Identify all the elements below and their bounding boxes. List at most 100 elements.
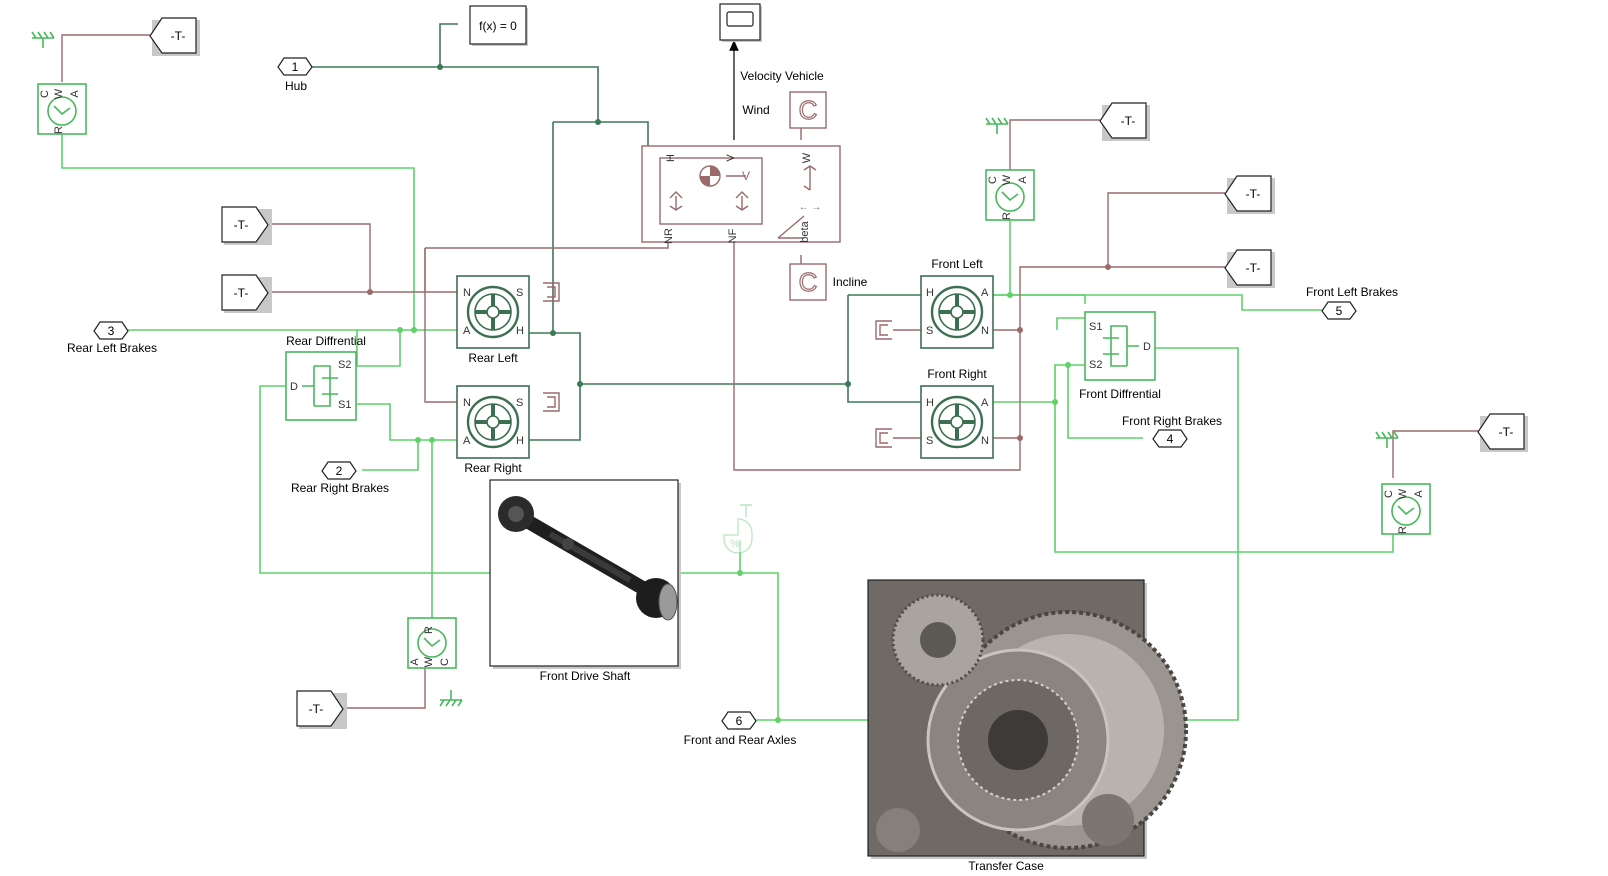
motion-sensor-block-rear[interactable]: C W A R [38,84,86,134]
mechanical-reference-icon [1376,432,1398,448]
svg-text:R: R [423,626,435,634]
svg-text:V: V [742,169,750,183]
svg-text:A: A [463,325,471,337]
goto-tag[interactable]: -T- [1225,250,1275,288]
svg-text:A: A [1413,490,1425,498]
svg-text:NR: NR [663,228,675,244]
svg-text:N: N [981,325,989,337]
rear-right-wheel-block[interactable]: N A S H [457,386,529,458]
svg-text:-T-: -T- [1121,114,1136,128]
svg-text:6: 6 [736,714,743,728]
wind-constant-block[interactable]: C [790,92,826,128]
front-left-wheel-block[interactable]: H S A N [921,276,993,348]
vehicle-body-block[interactable]: V ← → H V W NR NF beta [642,146,840,244]
svg-text:S: S [516,397,523,409]
port-front-and-rear-axles[interactable]: 6 [722,712,756,729]
svg-text:N: N [981,435,989,447]
svg-text:C: C [1383,490,1395,498]
port-rear-right-brakes[interactable]: 2 [322,462,356,479]
svg-text:-T-: -T- [1246,261,1261,275]
svg-text:N: N [463,287,471,299]
rotational-motion-sensor-icon [1392,497,1420,525]
svg-text:-T-: -T- [309,702,324,716]
svg-text:-T-: -T- [1499,425,1514,439]
svg-text:S: S [926,325,933,337]
brake-connector-icon [543,393,559,411]
svg-text:A: A [981,287,989,299]
svg-text:S2: S2 [338,359,351,371]
svg-text:R: R [53,126,65,134]
svg-text:N: N [463,397,471,409]
rotational-motion-sensor-icon [996,183,1024,211]
svg-text:%: % [730,538,740,550]
front-drive-shaft-block[interactable] [490,480,681,669]
svg-text:R: R [1397,526,1409,534]
wheel-icon [932,287,982,337]
rear-differential-block[interactable]: D S2 S1 [286,352,356,420]
incline-constant-block[interactable]: C [790,264,826,300]
goto-tag[interactable]: -T- [1100,103,1150,141]
svg-text:S2: S2 [1089,359,1102,371]
svg-text:A: A [69,90,81,98]
port-hub-label: Hub [285,79,307,93]
rotational-motion-sensor-icon [48,97,76,125]
motion-sensor-block-front-left[interactable]: C W A R [986,170,1034,220]
scope-block[interactable] [720,4,762,42]
port-front-left-brakes[interactable]: 5 [1322,302,1356,319]
svg-text:A: A [409,658,421,666]
port-front-and-rear-axles-label: Front and Rear Axles [684,733,797,747]
front-drive-shaft-label: Front Drive Shaft [540,669,631,683]
svg-text:-T-: -T- [171,29,186,43]
front-differential-label: Front Diffrential [1079,387,1161,401]
port-rear-left-brakes[interactable]: 3 [94,322,128,339]
mechanical-reference-icon [32,32,54,48]
constant-c-icon: C [799,267,818,297]
svg-text:H: H [926,287,934,299]
front-differential-block[interactable]: S1 S2 D [1085,312,1155,380]
port-rear-right-brakes-label: Rear Right Brakes [291,481,389,495]
svg-text:S1: S1 [338,399,351,411]
svg-text:← →: ← → [799,202,822,213]
motion-sensor-block-shaft[interactable]: R A W C [408,618,456,668]
port-hub[interactable]: 1 [278,58,312,75]
wires [62,24,1478,720]
svg-text:D: D [290,381,298,393]
wind-label: Wind [742,103,769,117]
svg-text:H: H [516,325,524,337]
solver-configuration-block[interactable]: f(x) = 0 [470,6,528,46]
svg-text:beta: beta [799,220,811,242]
goto-tag[interactable]: -T- [1225,176,1275,214]
goto-tag[interactable]: -T- [222,207,272,245]
port-front-right-brakes[interactable]: 4 [1153,430,1187,447]
svg-text:4: 4 [1167,432,1174,446]
goto-tag[interactable]: -T- [1478,414,1528,452]
svg-text:R: R [1001,212,1013,220]
svg-text:D: D [1143,341,1151,353]
svg-text:S1: S1 [1089,321,1102,333]
svg-text:-T-: -T- [234,218,249,232]
svg-text:H: H [516,435,524,447]
svg-text:H: H [665,154,677,162]
mechanical-reference-icon [986,118,1008,134]
port-rear-left-brakes-label: Rear Left Brakes [67,341,157,355]
svg-text:W: W [1397,488,1409,499]
svg-text:V: V [725,154,737,162]
port-front-left-brakes-label: Front Left Brakes [1306,285,1398,299]
rear-left-wheel-block[interactable]: N A S H [457,276,529,348]
transfer-case-label: Transfer Case [968,859,1044,873]
svg-text:1: 1 [292,60,299,74]
motion-sensor-block-transfer[interactable]: C W A R [1382,484,1430,534]
goto-tag[interactable]: -T- [297,691,347,729]
front-right-label: Front Right [927,367,987,381]
brake-connector-icon [543,283,559,301]
goto-tag[interactable]: -T- [150,18,200,56]
gauge-block: % [724,505,752,553]
mechanical-reference-icon [440,690,462,706]
svg-text:3: 3 [108,324,115,338]
wheel-icon [468,397,518,447]
svg-text:-T-: -T- [1246,187,1261,201]
wheel-icon [468,287,518,337]
goto-tag[interactable]: -T- [222,275,272,313]
front-right-wheel-block[interactable]: H S A N [921,386,993,458]
transfer-case-block[interactable] [868,580,1186,859]
